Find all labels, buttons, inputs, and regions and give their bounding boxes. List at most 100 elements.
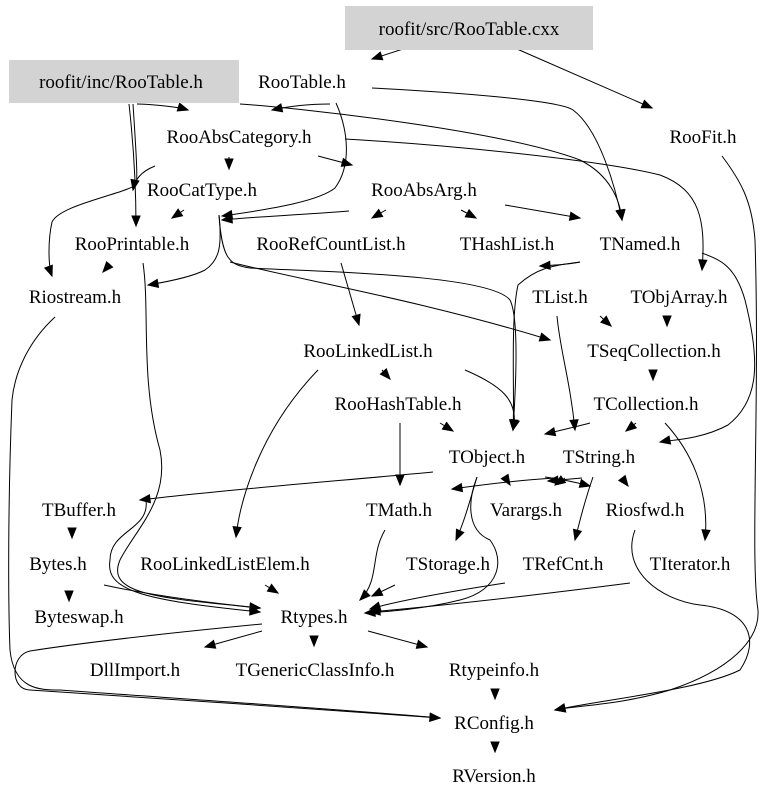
edge-roocattype_h-to-tseqcollection_h <box>229 261 551 341</box>
arrowhead-icon <box>203 639 217 649</box>
node-label: roofit/inc/RooTable.h <box>39 72 203 93</box>
node-rversion-h[interactable]: RVersion.h <box>452 766 536 787</box>
arrowhead-icon <box>572 528 583 542</box>
node-rooprintable-h[interactable]: RooPrintable.h <box>75 234 190 255</box>
node-tobject-h[interactable]: TObject.h <box>449 447 526 468</box>
arrowhead-icon <box>490 741 500 754</box>
node-roorefcountlist-h[interactable]: RooRefCountList.h <box>256 234 406 255</box>
node-tlist-h[interactable]: TList.h <box>532 287 588 308</box>
node-label: RooHashTable.h <box>335 394 462 415</box>
node-riostream-h[interactable]: Riostream.h <box>29 287 122 308</box>
node-label: TList.h <box>532 287 588 308</box>
node-tmath-h[interactable]: TMath.h <box>366 500 432 521</box>
node-tstring-h[interactable]: TString.h <box>563 447 636 468</box>
arrowhead-icon <box>359 589 371 601</box>
node-tcollection-h[interactable]: TCollection.h <box>593 394 699 415</box>
node-label: TRefCnt.h <box>523 554 604 575</box>
node-rootable-h[interactable]: RooTable.h <box>258 72 346 93</box>
node-label: Byteswap.h <box>34 607 124 628</box>
node-src-rootable-cxx[interactable]: roofit/src/RooTable.cxx <box>345 6 593 50</box>
edges-layer <box>8 48 759 754</box>
arrowhead-icon <box>543 426 557 437</box>
node-roocattype-h[interactable]: RooCatType.h <box>147 180 258 201</box>
arrowhead-icon <box>351 313 361 327</box>
edge-tbuffer_h-to-rtypes_h <box>109 499 261 613</box>
edge-bytes_h-to-rtypes_h <box>103 584 261 609</box>
node-tstorage-h[interactable]: TStorage.h <box>406 554 490 575</box>
edge-roolinkedlist_h-to-tobject_h <box>464 369 515 431</box>
node-tseqcollection-h[interactable]: TSeqCollection.h <box>587 341 721 362</box>
arrowhead-icon <box>309 635 319 648</box>
edge-src_rootable_cxx-to-roofit_h <box>516 48 653 109</box>
edge-riostream_h-to-rconfig_h <box>8 316 441 719</box>
node-roofit-h[interactable]: RooFit.h <box>669 127 737 148</box>
arrowhead-icon <box>569 419 579 432</box>
arrowhead-icon <box>500 473 511 487</box>
edge-rooabsarg_h-to-tnamed_h <box>504 204 581 219</box>
node-rooabsarg-h[interactable]: RooAbsArg.h <box>371 180 477 201</box>
arrowhead-icon <box>138 493 152 504</box>
edge-tcollection_h-to-titerator_h <box>664 422 707 541</box>
node-label: RooRefCountList.h <box>256 234 406 255</box>
edge-tlist_h-to-tstring_h <box>556 315 576 431</box>
arrowhead-icon <box>379 368 391 381</box>
node-label: RVersion.h <box>452 766 536 787</box>
arrowhead-icon <box>232 526 242 539</box>
arrowhead-icon <box>615 208 625 222</box>
node-trefcnt-h[interactable]: TRefCnt.h <box>523 554 604 575</box>
node-label: THashList.h <box>460 234 555 255</box>
arrowhead-icon <box>510 418 521 432</box>
node-tnamed-h[interactable]: TNamed.h <box>600 234 681 255</box>
arrowhead-icon <box>701 529 711 542</box>
node-riosfwd-h[interactable]: Riosfwd.h <box>606 500 685 521</box>
node-roolinkedlistelem-h[interactable]: RooLinkedListElem.h <box>140 554 310 575</box>
node-inc-rootable-h[interactable]: roofit/inc/RooTable.h <box>9 60 239 103</box>
arrowhead-icon <box>370 587 384 597</box>
node-tgenericclassinfo-h[interactable]: TGenericClassInfo.h <box>236 660 395 681</box>
node-label: TGenericClassInfo.h <box>236 660 395 681</box>
node-byteswap-h[interactable]: Byteswap.h <box>34 607 124 628</box>
node-tbuffer-h[interactable]: TBuffer.h <box>42 500 117 521</box>
node-rooabscategory-h[interactable]: RooAbsCategory.h <box>167 127 312 148</box>
arrowhead-icon <box>220 214 233 224</box>
node-rtypeinfo-h[interactable]: Rtypeinfo.h <box>449 660 540 681</box>
arrowhead-icon <box>270 103 284 113</box>
edge-rtypes_h-to-rconfig_h <box>14 623 441 719</box>
node-label: TString.h <box>563 447 636 468</box>
edge-inc_rootable_h-to-rooprintable_h <box>128 103 137 227</box>
arrowhead-icon <box>368 606 381 616</box>
edge-riosfwd_h-to-rconfig_h <box>554 529 750 711</box>
node-label: Rtypeinfo.h <box>449 660 540 681</box>
arrowhead-icon <box>450 482 464 493</box>
node-label: RooAbsCategory.h <box>167 127 312 148</box>
arrowhead-icon <box>176 102 190 112</box>
edge-inc_rootable_h-to-riostream_h <box>48 103 138 277</box>
node-varargs-h[interactable]: Varargs.h <box>490 500 562 521</box>
node-roolinkedlist-h[interactable]: RooLinkedList.h <box>303 341 433 362</box>
node-thashlist-h[interactable]: THashList.h <box>460 234 555 255</box>
node-bytes-h[interactable]: Bytes.h <box>29 554 87 575</box>
edge-tnamed_h-to-tobject_h <box>512 261 581 431</box>
arrowhead-icon <box>170 208 184 219</box>
arrowhead-icon <box>429 712 442 723</box>
node-label: RooFit.h <box>669 127 737 148</box>
node-label: Varargs.h <box>490 500 562 521</box>
node-rconfig-h[interactable]: RConfig.h <box>454 713 534 734</box>
arrowhead-icon <box>67 527 77 540</box>
node-titerator-h[interactable]: TIterator.h <box>650 554 731 575</box>
arrowhead-icon <box>578 478 592 488</box>
arrowhead-icon <box>553 703 567 713</box>
node-label: Riosfwd.h <box>606 500 685 521</box>
node-roohashtable-h[interactable]: RooHashTable.h <box>335 394 462 415</box>
edge-tnamed_h-to-tstring_h <box>659 252 756 443</box>
arrowhead-icon <box>415 639 429 649</box>
node-tobjarray-h[interactable]: TObjArray.h <box>630 287 728 308</box>
arrowhead-icon <box>698 259 708 272</box>
node-dllimport-h[interactable]: DllImport.h <box>90 660 181 681</box>
node-label: DllImport.h <box>90 660 181 681</box>
node-rtypes-h[interactable]: Rtypes.h <box>280 607 348 628</box>
arrowhead-icon <box>617 474 629 488</box>
node-label: TIterator.h <box>650 554 731 575</box>
node-label: TSeqCollection.h <box>587 341 721 362</box>
